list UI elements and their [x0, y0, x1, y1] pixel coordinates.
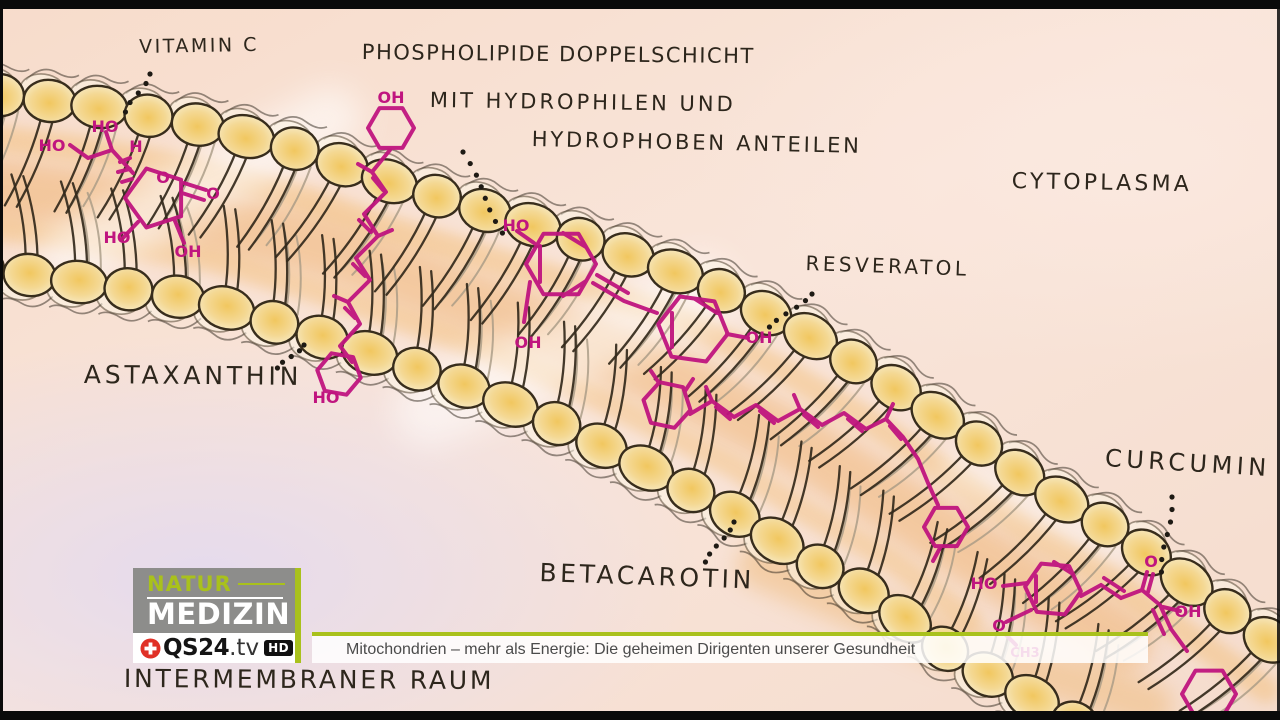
molecule-label: OH [515, 333, 542, 352]
logo-tld-text: .tv [229, 635, 260, 661]
lipid-heads [0, 72, 1280, 720]
leader-dots [122, 71, 1175, 575]
label-vitamin-c: VITAMIN C [139, 33, 260, 58]
molecule-label: O [1144, 552, 1158, 571]
molecule-label: H [129, 137, 142, 156]
molecule-label: HO [971, 574, 998, 593]
logo-bottom-panel: QS24.tv HD [133, 633, 295, 663]
molecule-label: O [206, 184, 220, 203]
logo-divider-line [147, 597, 283, 599]
caption-text: Mitochondrien – mehr als Energie: Die ge… [346, 640, 916, 658]
caption-bar: Mitochondrien – mehr als Energie: Die ge… [312, 632, 1148, 663]
molecule-label: HO [92, 117, 119, 136]
right-frame-edge [1277, 0, 1280, 720]
label-cytoplasma: CYTOPLASMA [1011, 169, 1193, 198]
molecule-label: HO [104, 228, 131, 247]
molecule-label: O [992, 616, 1006, 635]
molecule-label: OH [175, 242, 202, 261]
molecule-label: HO [313, 388, 340, 407]
molecule-label: OH [378, 88, 405, 107]
molecule-label: OH [1175, 602, 1202, 621]
label-astaxanthin: ASTAXANTHIN [83, 360, 303, 391]
logo-medizin-text: MEDIZIN [147, 597, 291, 631]
molecule-label: HO [39, 136, 66, 155]
lipid-tails [0, 109, 1266, 719]
label-phospholipid-line2: MIT HYDROPHILEN UND [429, 88, 736, 117]
molecule-label: O [156, 168, 170, 187]
bottom-letterbox-bar [0, 711, 1280, 720]
left-frame-edge [0, 0, 3, 720]
qs24-logo: NATUR MEDIZIN QS24.tv HD [133, 568, 301, 663]
logo-top-panel: NATUR MEDIZIN [133, 568, 295, 633]
hd-badge: HD [264, 640, 294, 656]
logo-natur-text: NATUR [147, 571, 232, 596]
logo-accent-bar [295, 568, 301, 663]
caption-accent-line [312, 632, 1148, 636]
molecule-label: HO [503, 216, 530, 235]
molecule-label: OH [746, 328, 773, 347]
molecule-structures [68, 106, 1238, 720]
logo-natur-line [237, 583, 285, 585]
logo-channel-text: QS24 [163, 635, 230, 661]
label-phospholipid-line1: PHOSPHOLIPIDE DOPPELSCHICHT [361, 40, 755, 69]
top-letterbox-bar [0, 0, 1280, 9]
swiss-cross-icon [140, 638, 161, 659]
label-intermembraner-raum: INTERMEMBRANER RAUM [123, 664, 495, 695]
